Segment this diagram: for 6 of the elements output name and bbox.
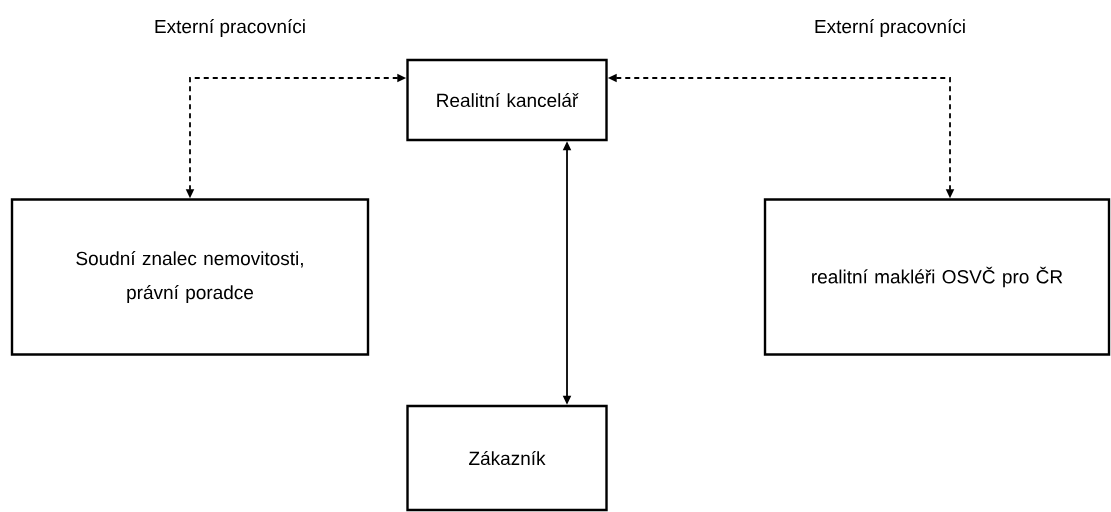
group-label: Externí pracovníci [815,19,965,37]
group-label: Externí pracovníci [155,19,305,37]
process-box: Realitní kancelář [406,58,608,142]
process-box: Soudní znalec nemovitosti, právní poradce [10,198,370,356]
process-box: realitní makléři OSVČ pro ČR [763,198,1111,356]
process-box: Zákazník [406,404,608,512]
